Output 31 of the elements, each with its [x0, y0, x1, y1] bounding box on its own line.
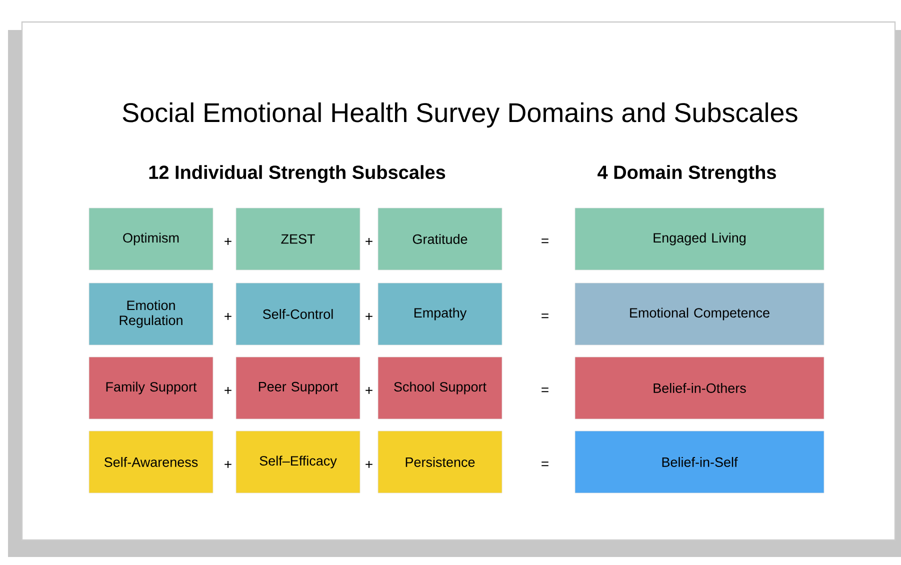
subscale-box: Family Support: [88, 356, 214, 420]
domain-box: Engaged Living: [574, 208, 824, 270]
domain-box: Belief-in-Self: [574, 430, 824, 494]
plus-sign: +: [224, 312, 232, 320]
equals-sign: =: [542, 462, 548, 466]
subscale-box: Peer Support: [236, 356, 360, 420]
subscale-box: ZEST: [236, 208, 360, 270]
title: Social Emotional Health Survey Domains and Subscales: [122, 102, 798, 128]
plus-sign: +: [366, 312, 372, 320]
equals-sign: =: [542, 314, 548, 318]
equals-sign: =: [542, 238, 548, 244]
subscale-box: Gratitude: [378, 208, 502, 270]
plus-sign: +: [366, 460, 372, 468]
subscale-box: Empathy: [378, 282, 502, 346]
plus-sign: +: [366, 238, 372, 245]
domain-box: Emotional Competence: [574, 282, 824, 346]
subscale-box: Emotion Regulation: [88, 282, 214, 346]
plus-sign: +: [224, 238, 232, 245]
subscale-box: Optimism: [88, 208, 214, 270]
plus-sign: +: [224, 460, 232, 468]
column-heading: 4 Domain Strengths: [598, 165, 776, 183]
plus-sign: +: [224, 386, 232, 394]
subscale-box: Self–Efficacy: [236, 430, 360, 494]
domain-box: Belief-in-Others: [574, 356, 824, 420]
subscale-box: Persistence: [378, 430, 502, 494]
plus-sign: +: [366, 386, 372, 394]
column-heading: 12 Individual Strength Subscales: [149, 165, 446, 183]
subscale-box: School Support: [378, 356, 502, 420]
equals-sign: =: [542, 388, 548, 392]
subscale-box: Self-Awareness: [88, 430, 214, 494]
subscale-box: Self-Control: [236, 282, 360, 346]
